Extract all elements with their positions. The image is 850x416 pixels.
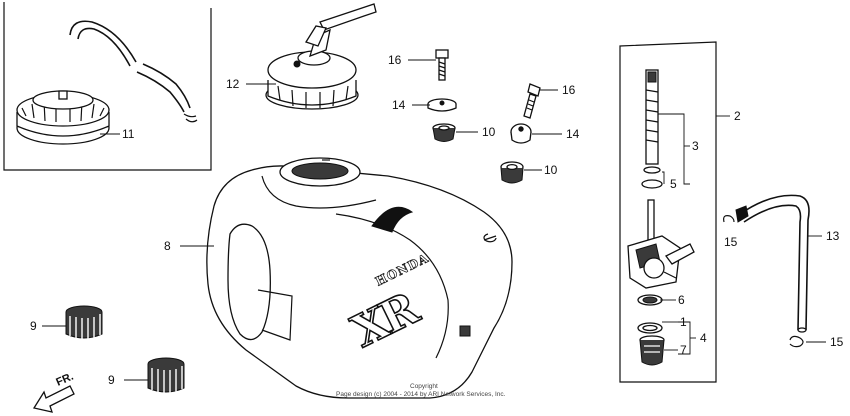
callout-7: 7 [680, 343, 687, 357]
copyright-line-2: Page design (c) 2004 - 2014 by ARI Netwo… [336, 391, 506, 398]
callout-10-lower: 10 [544, 163, 558, 177]
part-15-clip-lower[interactable] [789, 335, 804, 348]
part-7-sediment-cup[interactable] [639, 335, 665, 366]
part-6-valve-packing[interactable] [637, 294, 663, 306]
callout-12: 12 [226, 77, 240, 91]
front-direction-label: FR. [54, 371, 75, 389]
callout-3: 3 [692, 139, 699, 153]
part-9-cushion-upper[interactable] [65, 305, 103, 339]
callout-10-upper: 10 [482, 125, 496, 139]
front-direction-marker: FR. [32, 371, 75, 413]
callout-16-upper: 16 [388, 53, 402, 67]
fuel-valve-body[interactable] [627, 199, 695, 289]
part-11-fuel-cap[interactable] [16, 90, 110, 145]
callout-14-upper: 14 [392, 98, 406, 112]
callout-15-upper: 15 [724, 235, 738, 249]
part-8-fuel-tank[interactable] [206, 157, 513, 399]
part-2-fuel-valve-assembly-box [619, 41, 717, 383]
callout-8: 8 [164, 239, 171, 253]
callout-13: 13 [826, 229, 840, 243]
part-10-grommet-lower[interactable] [500, 161, 524, 184]
callout-16-lower: 16 [562, 83, 576, 97]
copyright-line-1: Copyright [410, 383, 438, 390]
callout-14-lower: 14 [566, 127, 580, 141]
callout-4: 4 [700, 331, 707, 345]
callout-5: 5 [670, 177, 677, 191]
callout-15-lower: 15 [830, 335, 844, 349]
part-1-o-ring[interactable] [637, 322, 663, 334]
cap-detail-inset [3, 2, 212, 171]
callout-labels: 11 12 16 14 10 16 14 10 8 9 9 2 3 5 6 1 … [30, 53, 844, 387]
part-10-grommet-upper[interactable] [432, 123, 456, 142]
part-16-bolt-upper[interactable] [435, 49, 449, 81]
callout-6: 6 [678, 293, 685, 307]
callout-1: 1 [680, 315, 687, 329]
part-9-cushion-lower[interactable] [147, 357, 185, 393]
part-14-washer-lower[interactable] [510, 123, 532, 144]
part-15-clip-upper[interactable] [723, 215, 735, 223]
part-5-o-rings[interactable] [641, 166, 663, 189]
part-3-strainer[interactable] [645, 69, 659, 165]
callout-9-upper: 9 [30, 319, 37, 333]
callout-9-lower: 9 [108, 373, 115, 387]
callout-2: 2 [734, 109, 741, 123]
part-12-locking-fuel-cap[interactable] [265, 3, 377, 110]
part-16-bolt-lower[interactable] [523, 83, 541, 119]
leader-lines [42, 59, 826, 381]
copyright-notice: Copyright Page design (c) 2004 - 2014 by… [336, 383, 506, 398]
callout-11: 11 [122, 127, 135, 141]
part-13-fuel-tube[interactable] [735, 194, 810, 333]
part-14-washer-upper[interactable] [427, 98, 457, 112]
vent-tube[interactable] [69, 20, 198, 123]
